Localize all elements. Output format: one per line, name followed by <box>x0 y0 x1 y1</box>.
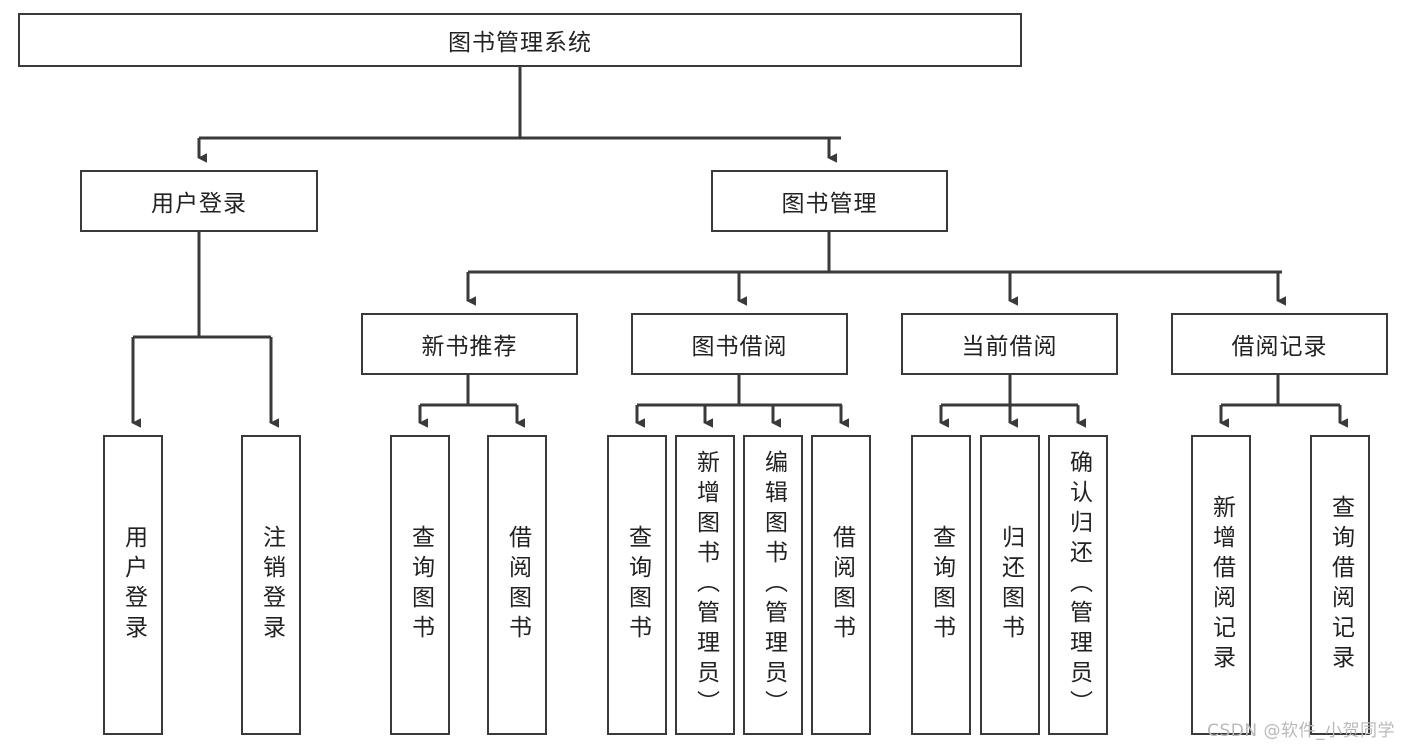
leaf-query-borrow-record[interactable]: 查询借阅记录 <box>1310 435 1370 735</box>
leaf-query-books-newbook[interactable]: 查询图书 <box>390 435 450 735</box>
node-label: 新增图书（管理员） <box>692 450 719 720</box>
leaf-return-books[interactable]: 归还图书 <box>980 435 1040 735</box>
node-label: 图书借阅 <box>691 334 788 360</box>
node-label: 当前借阅 <box>961 334 1058 360</box>
node-label: 图书管理 <box>781 191 878 217</box>
leaf-user-login[interactable]: 用户登录 <box>103 435 163 735</box>
node-book-management[interactable]: 图书管理 <box>711 170 948 232</box>
node-book-borrowing[interactable]: 图书借阅 <box>631 313 848 375</box>
leaf-borrow-books-borrow[interactable]: 借阅图书 <box>811 435 871 735</box>
leaf-add-borrow-record[interactable]: 新增借阅记录 <box>1191 435 1251 735</box>
node-label: 用户登录 <box>120 525 147 645</box>
node-borrowing-record[interactable]: 借阅记录 <box>1171 313 1388 375</box>
node-label: 归还图书 <box>997 525 1024 645</box>
node-label: 借阅记录 <box>1231 334 1328 360</box>
node-new-book-recommendation[interactable]: 新书推荐 <box>361 313 578 375</box>
node-label: 新增借阅记录 <box>1208 495 1235 675</box>
node-label: 编辑图书（管理员） <box>760 450 787 720</box>
leaf-add-book-admin[interactable]: 新增图书（管理员） <box>675 435 735 735</box>
node-label: 查询图书 <box>624 525 651 645</box>
leaf-edit-book-admin[interactable]: 编辑图书（管理员） <box>743 435 803 735</box>
node-label: 查询图书 <box>928 525 955 645</box>
node-label: 注销登录 <box>258 525 285 645</box>
node-label: 新书推荐 <box>421 334 518 360</box>
node-label: 借阅图书 <box>828 525 855 645</box>
node-label: 确认归还（管理员） <box>1065 450 1092 720</box>
node-label: 查询图书 <box>407 525 434 645</box>
leaf-query-books-borrow[interactable]: 查询图书 <box>607 435 667 735</box>
node-current-borrowing[interactable]: 当前借阅 <box>901 313 1118 375</box>
node-label: 图书管理系统 <box>448 30 592 56</box>
leaf-logout[interactable]: 注销登录 <box>241 435 301 735</box>
leaf-confirm-return-admin[interactable]: 确认归还（管理员） <box>1048 435 1108 735</box>
node-root-book-management-system[interactable]: 图书管理系统 <box>18 13 1022 67</box>
leaf-query-books-current[interactable]: 查询图书 <box>911 435 971 735</box>
leaf-borrow-books-newbook[interactable]: 借阅图书 <box>487 435 547 735</box>
node-user-login[interactable]: 用户登录 <box>80 170 318 232</box>
node-label: 用户登录 <box>151 191 247 217</box>
node-label: 借阅图书 <box>504 525 531 645</box>
node-label: 查询借阅记录 <box>1327 495 1354 675</box>
